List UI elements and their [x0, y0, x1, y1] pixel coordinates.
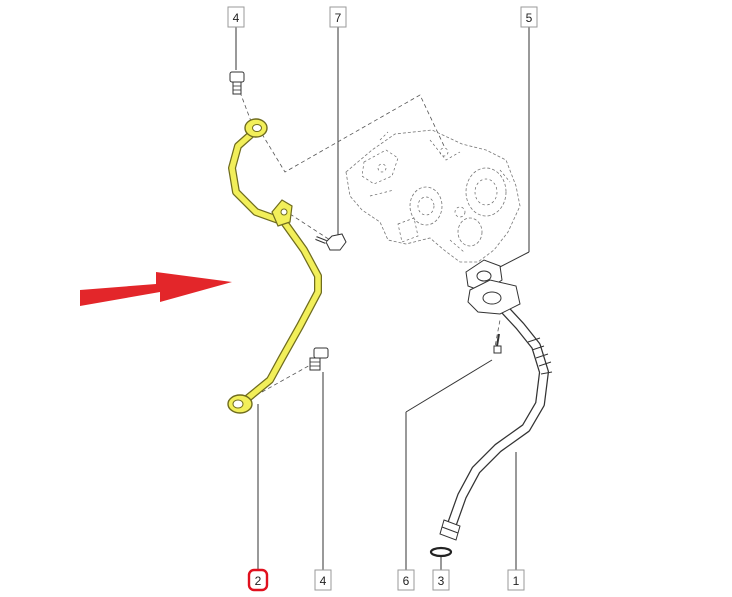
turbo-outlet-outline — [457, 217, 483, 247]
pipe-2-fill — [229, 127, 321, 401]
turbo-port-3 — [454, 206, 466, 218]
banjo-bolt-bottom-part-4 — [309, 347, 329, 371]
turbo-housing-outline — [345, 129, 521, 263]
turbo-inlet-outline — [465, 167, 507, 217]
leader-6-diag — [405, 359, 493, 413]
callout-1[interactable]: 1 — [507, 569, 525, 591]
callout-4-bottom-label: 4 — [320, 574, 327, 588]
pipe-1-fitting-ridge — [441, 526, 459, 534]
turbocharger-outline — [345, 129, 521, 263]
callout-6[interactable]: 6 — [397, 569, 415, 591]
callout-5[interactable]: 5 — [520, 6, 538, 28]
assembly-line-bolt-4-top — [239, 91, 253, 125]
callout-4-top[interactable]: 4 — [227, 6, 245, 28]
callout-1-label: 1 — [513, 574, 520, 588]
pipe-2-bracket-hole — [280, 208, 288, 216]
pipe-2-top-banjo-hole — [252, 124, 262, 132]
callout-3-label: 3 — [438, 574, 445, 588]
turbo-detail-lines — [369, 131, 511, 253]
bolt-4-bottom-head — [313, 347, 329, 359]
red-pointer-arrow — [80, 272, 232, 306]
callout-7[interactable]: 7 — [329, 6, 347, 28]
turbo-flange-outline — [361, 149, 399, 185]
turbo-inlet-inner — [474, 178, 498, 206]
gasket-hole — [476, 270, 492, 282]
assembly-lines — [239, 91, 501, 393]
bolt-part-7 — [315, 233, 347, 251]
bolt-4-top-head — [229, 71, 245, 83]
turbo-port-1 — [377, 163, 387, 173]
pipe-2-bottom-banjo-hole — [232, 399, 244, 409]
oil-return-pipe-part-1 — [439, 279, 553, 541]
callout-labels: 4 7 5 2 4 6 3 1 — [227, 6, 538, 592]
bolt-4-bottom-shank — [309, 357, 321, 371]
assembly-line-bolt-6 — [493, 319, 501, 353]
o-ring — [429, 546, 453, 558]
banjo-bolt-top-part-4 — [229, 71, 245, 95]
turbo-port-2 — [439, 147, 449, 157]
bolt-6-shank — [496, 333, 500, 347]
bolt-7-head — [325, 233, 347, 251]
pipe-1-flange-hole — [482, 291, 502, 305]
pipe-2-outline — [228, 126, 322, 402]
callout-6-label: 6 — [403, 574, 410, 588]
assembly-line-bolt-7 — [289, 213, 331, 241]
turbo-wheel-inner — [417, 196, 435, 216]
callout-2[interactable]: 2 — [247, 568, 269, 592]
turbo-bracket-outline — [397, 217, 419, 243]
oil-feed-pipe-part-2 — [227, 118, 322, 414]
turbo-wheel-outline — [409, 186, 443, 226]
callout-2-label: 2 — [255, 574, 262, 588]
bolt-part-6 — [493, 333, 502, 354]
callout-5-label: 5 — [526, 11, 533, 25]
bolt-4-top-shank — [232, 81, 242, 95]
callout-7-label: 7 — [335, 11, 342, 25]
o-ring-part-3 — [429, 546, 453, 558]
callout-3[interactable]: 3 — [432, 569, 450, 591]
callout-4-top-label: 4 — [233, 11, 240, 25]
pipe-1-fill — [448, 294, 548, 528]
leader-lines — [235, 27, 530, 570]
bolt-7-shank-fill — [315, 237, 327, 243]
pipe-1-corrugation — [527, 337, 553, 375]
assembly-line-top — [261, 94, 446, 173]
callout-4-bottom[interactable]: 4 — [314, 569, 332, 591]
red-arrow-shape — [80, 272, 232, 306]
assembly-line-bolt-4-bottom — [261, 363, 313, 393]
bolt-6-head — [493, 345, 502, 354]
